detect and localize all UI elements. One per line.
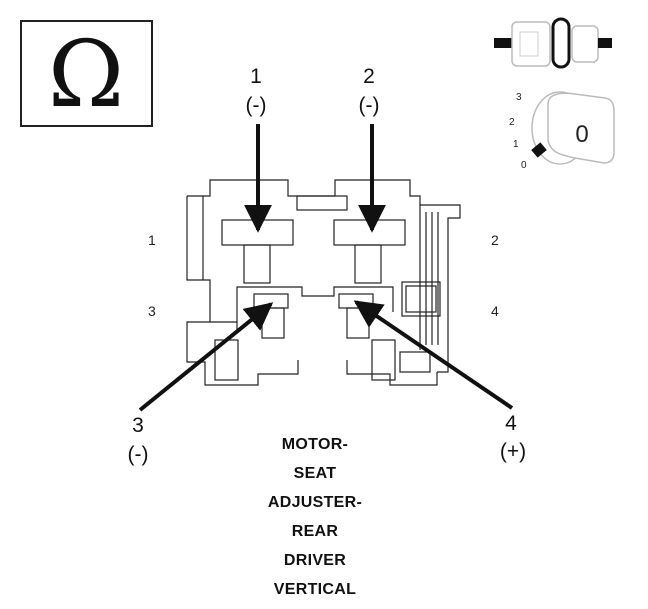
caption-line-6: VERTICAL (273, 581, 357, 598)
pin-1-number: 1 (250, 65, 262, 88)
pin-4-arrow (353, 300, 514, 410)
ignition-position-1: 1 (513, 139, 519, 150)
pin-3-polarity: (-) (128, 443, 149, 466)
ignition-position-3: 3 (516, 92, 522, 103)
pin-4-number: 4 (505, 412, 517, 435)
disconnected-connector-icon (494, 17, 612, 69)
connector-label-3: 3 (148, 303, 156, 319)
pin-2-polarity: (-) (359, 94, 380, 117)
connector-label-1: 1 (148, 232, 156, 248)
ignition-position-0: 0 (521, 160, 527, 171)
connector-label-4: 4 (491, 303, 499, 319)
pin-3-arrow (138, 302, 274, 412)
pin-3-number: 3 (132, 414, 144, 437)
caption-line-2: SEAT (293, 465, 337, 482)
ohmmeter-icon: Ω (20, 20, 153, 128)
caption-line-3: ADJUSTER- (267, 494, 363, 511)
caption-line-1: MOTOR- (281, 436, 349, 453)
connector-label-2: 2 (491, 232, 499, 248)
pin-1-polarity: (-) (246, 94, 267, 117)
ignition-position-2: 2 (509, 117, 515, 128)
key-position-digit: 0 (575, 121, 588, 148)
caption-line-4: REAR (291, 523, 339, 540)
ignition-key-icon: 0 3 2 1 0 (509, 91, 615, 171)
connector-outline (186, 179, 461, 386)
caption-line-5: DRIVER (283, 552, 347, 569)
pin-2-number: 2 (363, 65, 375, 88)
ohm-symbol: Ω (48, 21, 124, 128)
pin-4-polarity: (+) (500, 440, 526, 463)
component-caption: MOTOR- SEAT ADJUSTER- REAR DRIVER VERTIC… (215, 430, 415, 604)
